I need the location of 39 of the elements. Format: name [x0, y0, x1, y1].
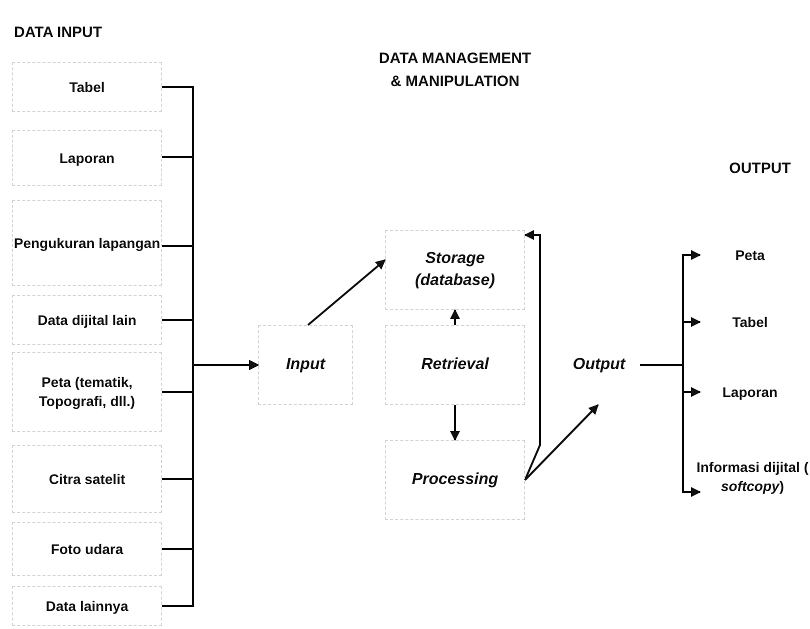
section-heading: OUTPUT [728, 159, 792, 179]
arrow [524, 230, 541, 480]
node-label: Peta [735, 246, 765, 264]
node-label: Tabel [69, 78, 105, 96]
node-label: Input [286, 355, 326, 376]
arrow [450, 309, 460, 325]
node-label: Storage (database) [414, 249, 496, 291]
node-label: Retrieval [421, 355, 489, 376]
arrow [524, 404, 599, 481]
input-box [12, 200, 162, 286]
section-heading: DATA MANAGEMENT & MANIPULATION [378, 49, 532, 92]
input-box [12, 586, 162, 626]
node-label: Foto udara [50, 540, 124, 558]
node-label: Processing [412, 470, 498, 490]
node-label: Informasi dijital ( softcopy) [695, 458, 810, 496]
process-box [385, 230, 525, 310]
input-box [12, 62, 162, 112]
process-box [385, 325, 525, 405]
input-box [12, 445, 162, 513]
input-box [12, 352, 162, 432]
node-label: Data lainnya [46, 596, 128, 616]
node-label: Laporan [722, 382, 778, 402]
arrow [162, 360, 259, 607]
node-label: Tabel [732, 312, 768, 332]
arrow [307, 259, 386, 326]
section-heading: DATA INPUT [14, 23, 104, 43]
node-label: Pengukuran lapangan [14, 234, 160, 252]
input-box [12, 130, 162, 186]
node-label: Citra satelit [48, 470, 126, 488]
input-box [12, 522, 162, 576]
process-box [258, 325, 353, 405]
arrow [640, 364, 701, 497]
node-label: Data dijital lain [38, 310, 136, 330]
process-box [385, 440, 525, 520]
node-label: Output [572, 355, 626, 376]
arrow [450, 405, 460, 441]
input-box [12, 295, 162, 345]
node-label: Laporan [59, 148, 115, 168]
node-label: Peta (tematik, Topografi, dll.) [38, 373, 136, 411]
